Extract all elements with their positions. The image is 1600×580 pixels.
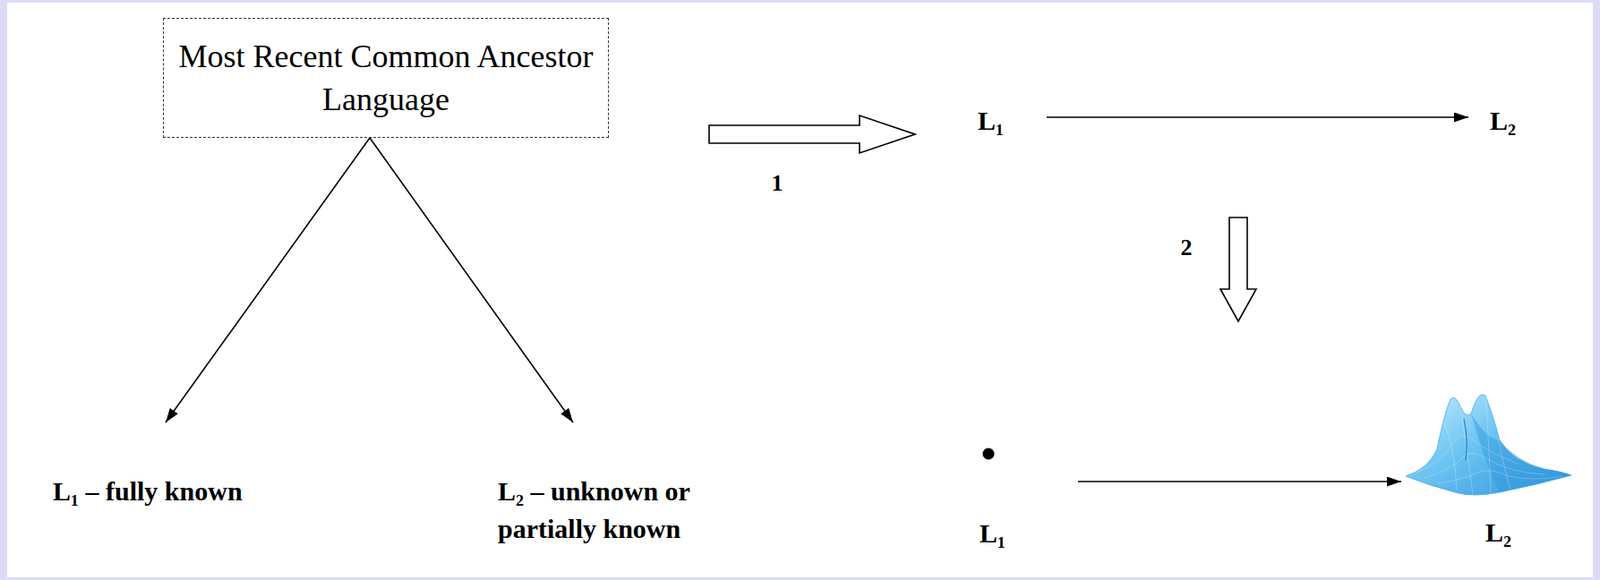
language-label: L₂ – unknown or partially known: [491, 422, 761, 552]
surface-crease: [1463, 419, 1467, 461]
node-text: L₂ – unknown or partially known: [497, 472, 753, 548]
surface-mesh: [1497, 438, 1511, 491]
language-label: L₁ – fully known: [46, 422, 250, 514]
surface-body: [1405, 394, 1572, 496]
connector-arrow: [165, 137, 370, 423]
surface-mesh: [1485, 395, 1491, 495]
node-text: L₂: [1420, 513, 1576, 552]
ancestor-box: Most Recent Common Ancestor Language: [162, 17, 609, 138]
language-symbol: L₁: [972, 100, 1047, 142]
point-dot: [983, 448, 995, 461]
distribution-surface: [1401, 386, 1576, 508]
node-text: L₂: [1489, 102, 1516, 140]
hollow-arrow-right: [709, 115, 916, 154]
node-text: L₁: [979, 514, 1079, 553]
step-number: 2: [1180, 234, 1193, 262]
node-text: L₁: [977, 102, 1004, 140]
hollow-arrow-down: [1220, 217, 1257, 322]
node-text: L₁ – fully known: [52, 472, 243, 511]
node-text: Most Recent Common Ancestor Language: [176, 34, 596, 121]
surface-mesh: [1423, 453, 1545, 479]
surface-mesh: [1460, 406, 1473, 495]
point-symbol: [970, 443, 1007, 467]
language-symbol: L₂: [1468, 100, 1522, 142]
surface-mesh: [1444, 422, 1457, 491]
connector-arrow: [1078, 480, 1402, 483]
white-panel: [7, 2, 1593, 578]
distribution-language: L₂: [1401, 386, 1576, 554]
connector-arrow: [1046, 116, 1469, 119]
connector-arrow: [369, 137, 574, 423]
point-language: L₁: [970, 443, 1079, 555]
surface-shade: [1471, 413, 1572, 493]
step-number: 1: [771, 170, 784, 197]
